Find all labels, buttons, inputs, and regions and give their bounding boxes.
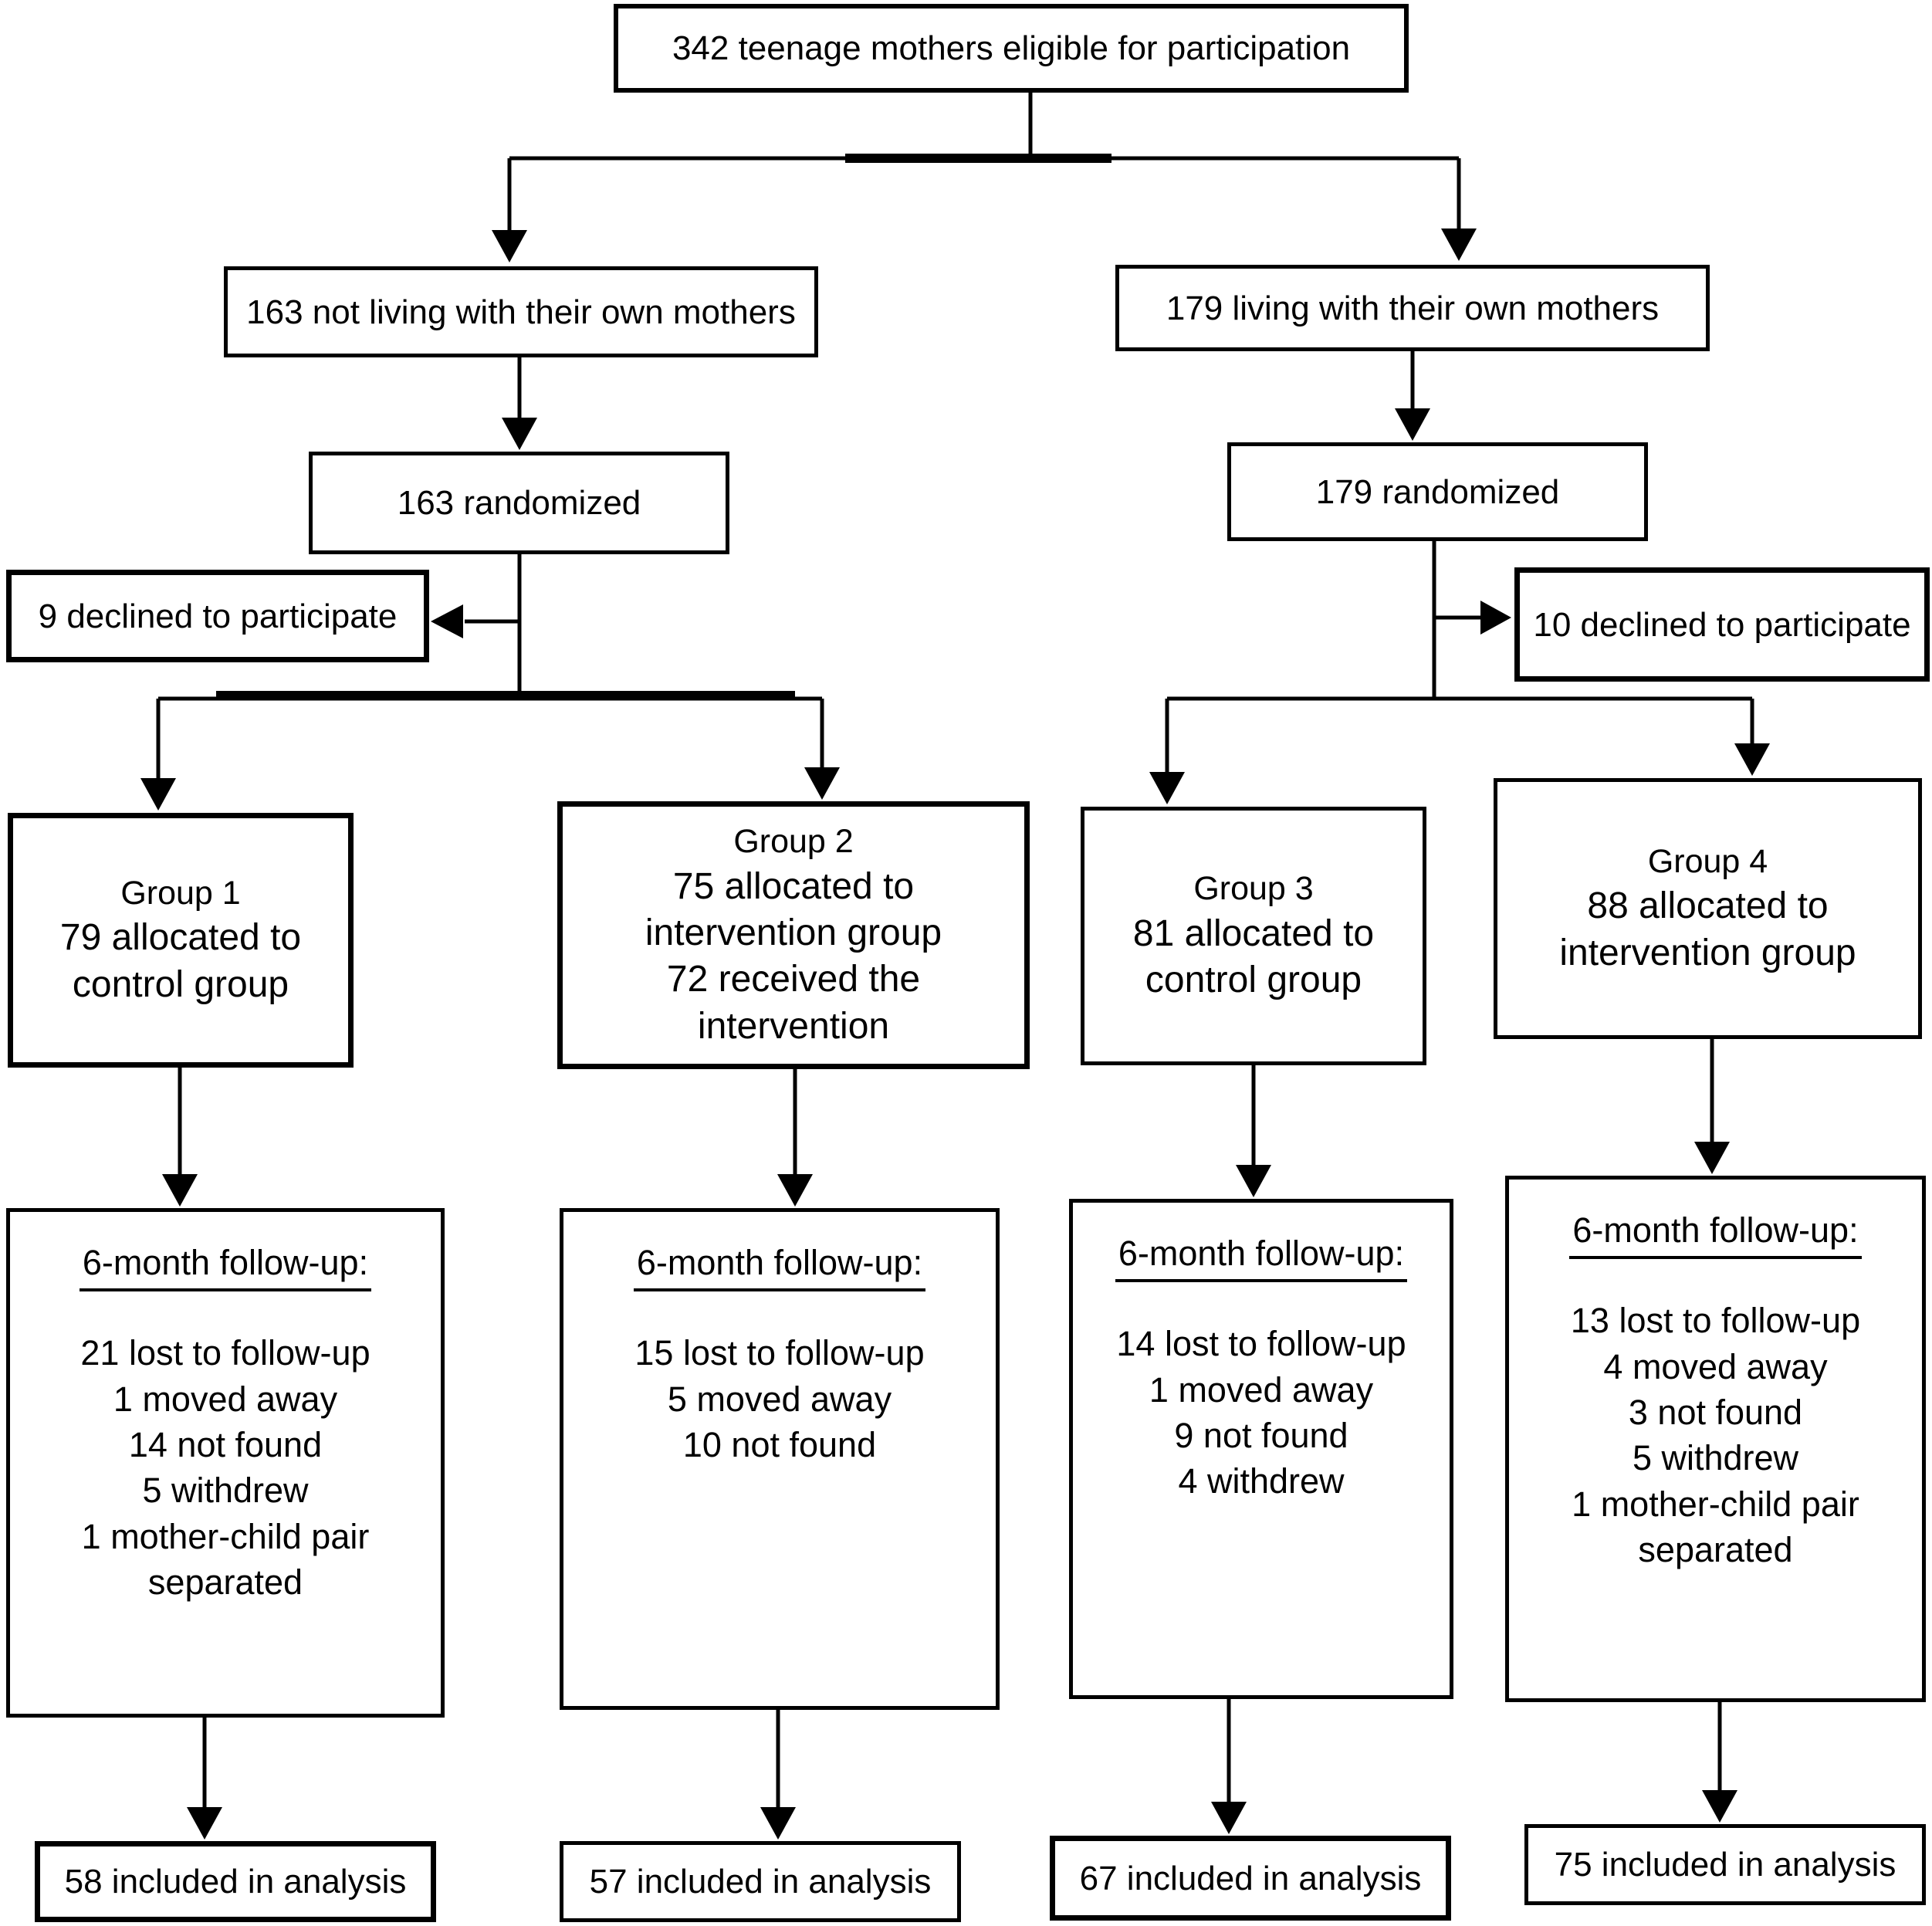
analysis-1-text: 58 included in analysis	[64, 1863, 407, 1901]
connector-strokes	[156, 91, 1754, 1810]
box-followup-group-3: 6-month follow-up: 14 lost to follow-up …	[1069, 1199, 1453, 1699]
followup-4-item: 1 mother-child pair	[1572, 1484, 1859, 1524]
box-declined-left: 9 declined to participate	[6, 570, 429, 662]
followup-2-item: 10 not found	[682, 1425, 877, 1465]
followup-3-item: 1 moved away	[1149, 1369, 1374, 1410]
box-followup-group-1: 6-month follow-up: 21 lost to follow-up …	[6, 1208, 445, 1718]
followup-1-item: 1 moved away	[113, 1379, 338, 1419]
box-group-4-allocation: Group 4 88 allocated to intervention gro…	[1494, 778, 1922, 1039]
box-group-3-allocation: Group 3 81 allocated to control group	[1081, 807, 1426, 1065]
followup-1-title: 6-month follow-up:	[79, 1241, 372, 1292]
box-analysis-group-3: 67 included in analysis	[1050, 1836, 1451, 1921]
group-2-line: 72 received the	[666, 959, 921, 1000]
followup-4-title: 6-month follow-up:	[1569, 1209, 1862, 1260]
group-2-label: Group 2	[733, 822, 854, 860]
box-group-2-allocation: Group 2 75 allocated to intervention gro…	[557, 801, 1030, 1069]
group-3-line: control group	[1145, 960, 1362, 1001]
box-analysis-group-2: 57 included in analysis	[560, 1841, 961, 1922]
group-4-line: intervention group	[1559, 932, 1856, 973]
followup-1-item: 1 mother-child pair	[81, 1516, 370, 1556]
box-declined-right: 10 declined to participate	[1514, 567, 1930, 682]
group-4-line: 88 allocated to	[1587, 885, 1829, 927]
followup-2-title: 6-month follow-up:	[633, 1241, 926, 1292]
box-group-1-allocation: Group 1 79 allocated to control group	[8, 813, 354, 1068]
followup-1-item: 21 lost to follow-up	[80, 1333, 370, 1373]
group-1-line: control group	[72, 963, 289, 1005]
followup-2-item: 5 moved away	[667, 1379, 892, 1419]
declined-right-text: 10 declined to participate	[1533, 605, 1911, 644]
followup-3-item: 9 not found	[1174, 1416, 1348, 1456]
followup-1-item: 14 not found	[128, 1425, 323, 1465]
followup-1-item: 5 withdrew	[142, 1471, 309, 1511]
group-3-label: Group 3	[1193, 870, 1314, 908]
followup-3-item: 14 lost to follow-up	[1116, 1324, 1406, 1364]
group-1-label: Group 1	[120, 874, 241, 912]
box-followup-group-4: 6-month follow-up: 13 lost to follow-up …	[1505, 1176, 1926, 1702]
analysis-3-text: 67 included in analysis	[1079, 1859, 1422, 1897]
group-2-line: 75 allocated to	[672, 865, 915, 907]
connector-arrowheads	[140, 228, 1770, 1840]
group-3-line: 81 allocated to	[1132, 912, 1375, 954]
group-1-line: 79 allocated to	[59, 917, 302, 959]
followup-4-item: 4 moved away	[1603, 1346, 1828, 1386]
followup-4-item: 3 not found	[1628, 1393, 1803, 1433]
followup-4-item: 5 withdrew	[1632, 1438, 1799, 1478]
analysis-4-text: 75 included in analysis	[1554, 1846, 1896, 1884]
randomized-right-text: 179 randomized	[1315, 472, 1560, 511]
declined-left-text: 9 declined to participate	[38, 597, 398, 635]
randomized-left-text: 163 randomized	[397, 484, 641, 522]
box-not-living-with-mothers: 163 not living with their own mothers	[224, 266, 818, 357]
followup-3-item: 4 withdrew	[1178, 1461, 1345, 1501]
box-followup-group-2: 6-month follow-up: 15 lost to follow-up …	[560, 1208, 1000, 1710]
followup-1-item: separated	[147, 1562, 303, 1603]
group-2-line: intervention group	[645, 912, 942, 953]
box-eligible-population: 342 teenage mothers eligible for partici…	[614, 4, 1409, 93]
group-4-label: Group 4	[1647, 842, 1768, 880]
followup-4-item: 13 lost to follow-up	[1570, 1301, 1861, 1341]
followup-3-title: 6-month follow-up:	[1115, 1232, 1408, 1283]
group-2-line: intervention	[697, 1005, 890, 1047]
box-randomized-left: 163 randomized	[309, 452, 729, 554]
analysis-2-text: 57 included in analysis	[589, 1863, 932, 1901]
box-living-with-mothers: 179 living with their own mothers	[1115, 265, 1710, 351]
followup-4-item: separated	[1638, 1530, 1793, 1570]
eligible-text: 342 teenage mothers eligible for partici…	[672, 29, 1351, 67]
box-analysis-group-4: 75 included in analysis	[1524, 1824, 1926, 1905]
living-text: 179 living with their own mothers	[1166, 289, 1660, 327]
box-analysis-group-1: 58 included in analysis	[35, 1841, 436, 1922]
box-randomized-right: 179 randomized	[1227, 442, 1648, 541]
not-living-text: 163 not living with their own mothers	[246, 293, 796, 331]
followup-2-item: 15 lost to follow-up	[634, 1333, 925, 1373]
